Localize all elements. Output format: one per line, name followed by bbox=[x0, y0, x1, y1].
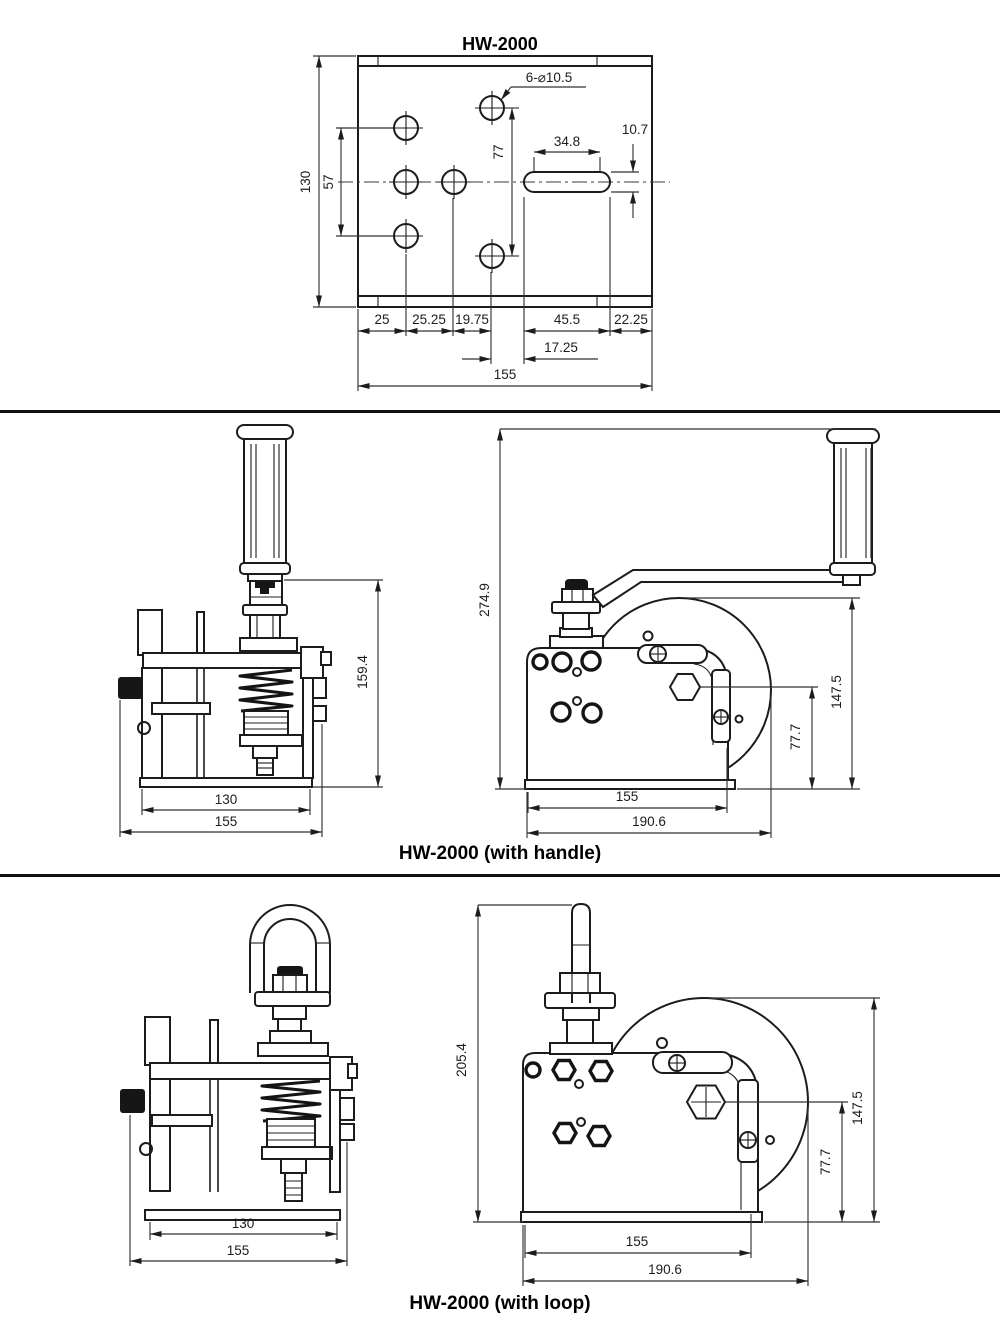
top-view-dimensions: 130 57 77 6-⌀10.5 34.8 10.7 bbox=[298, 55, 653, 391]
dim-holes-callout: 6-⌀10.5 bbox=[526, 70, 572, 85]
dim-mid-holes-spacing: 77 bbox=[491, 144, 506, 159]
dim-loop-axle-height: 77.7 bbox=[818, 1149, 833, 1175]
front-view-loop-dimensions: 130 155 bbox=[129, 1115, 348, 1266]
dim-slot-center-length: 34.8 bbox=[554, 134, 580, 149]
front-view-with-handle bbox=[118, 424, 332, 788]
dim-plate-width: 155 bbox=[494, 367, 517, 382]
dim-front-overall-width: 155 bbox=[215, 814, 238, 829]
dim-seg-3: 19.75 bbox=[455, 312, 489, 327]
dim-side-body-width: 155 bbox=[616, 789, 639, 804]
dim-side-axle-height: 77.7 bbox=[788, 724, 803, 750]
dim-side-overall-width: 190.6 bbox=[632, 814, 666, 829]
front-view-with-loop bbox=[120, 904, 358, 1221]
dim-seg-1: 25 bbox=[374, 312, 389, 327]
crank-arm bbox=[591, 569, 854, 609]
dim-loop-overall-width: 190.6 bbox=[648, 1262, 682, 1277]
dim-side-body-height: 147.5 bbox=[829, 675, 844, 709]
dim-loop-front-overall-width: 155 bbox=[227, 1243, 250, 1258]
side-view-loop-dimensions: 205.4 147.5 77.7 155 190.6 bbox=[454, 904, 880, 1286]
dim-seg-4: 45.5 bbox=[554, 312, 580, 327]
caption-with-handle: HW-2000 (with handle) bbox=[399, 843, 601, 864]
section-divider-1 bbox=[0, 410, 1000, 413]
mounting-holes bbox=[389, 91, 509, 273]
dim-seg-2: 25.25 bbox=[412, 312, 446, 327]
dim-left-holes-spacing: 57 bbox=[321, 174, 336, 189]
dim-loop-front-drum-width: 130 bbox=[232, 1216, 255, 1231]
dim-plate-height: 130 bbox=[298, 171, 313, 194]
dim-slot-width: 10.7 bbox=[622, 122, 648, 137]
dim-hole-to-slot: 17.25 bbox=[544, 340, 578, 355]
side-view-with-handle bbox=[524, 428, 880, 790]
dim-front-drum-width: 130 bbox=[215, 792, 238, 807]
crank-grip bbox=[826, 428, 880, 444]
dim-loop-body-width: 155 bbox=[626, 1234, 649, 1249]
dim-loop-body-height: 147.5 bbox=[850, 1091, 865, 1125]
top-view-plate bbox=[338, 55, 670, 308]
side-view-handle-dimensions: 274.9 147.5 77.7 155 190.6 bbox=[477, 428, 876, 838]
front-view-handle-dimensions: 159.4 130 155 bbox=[119, 579, 383, 837]
side-view-with-loop bbox=[520, 902, 809, 1223]
section-divider-2 bbox=[0, 874, 1000, 877]
drawing-title: HW-2000 bbox=[462, 34, 538, 54]
dim-front-height: 159.4 bbox=[355, 655, 370, 689]
caption-with-loop: HW-2000 (with loop) bbox=[409, 1293, 590, 1314]
dim-side-overall-height: 274.9 bbox=[477, 583, 492, 617]
axle-hex-bolt bbox=[668, 673, 702, 701]
dim-seg-5: 22.25 bbox=[614, 312, 648, 327]
mounting-slot bbox=[523, 171, 611, 193]
dim-loop-overall-height: 205.4 bbox=[454, 1043, 469, 1077]
